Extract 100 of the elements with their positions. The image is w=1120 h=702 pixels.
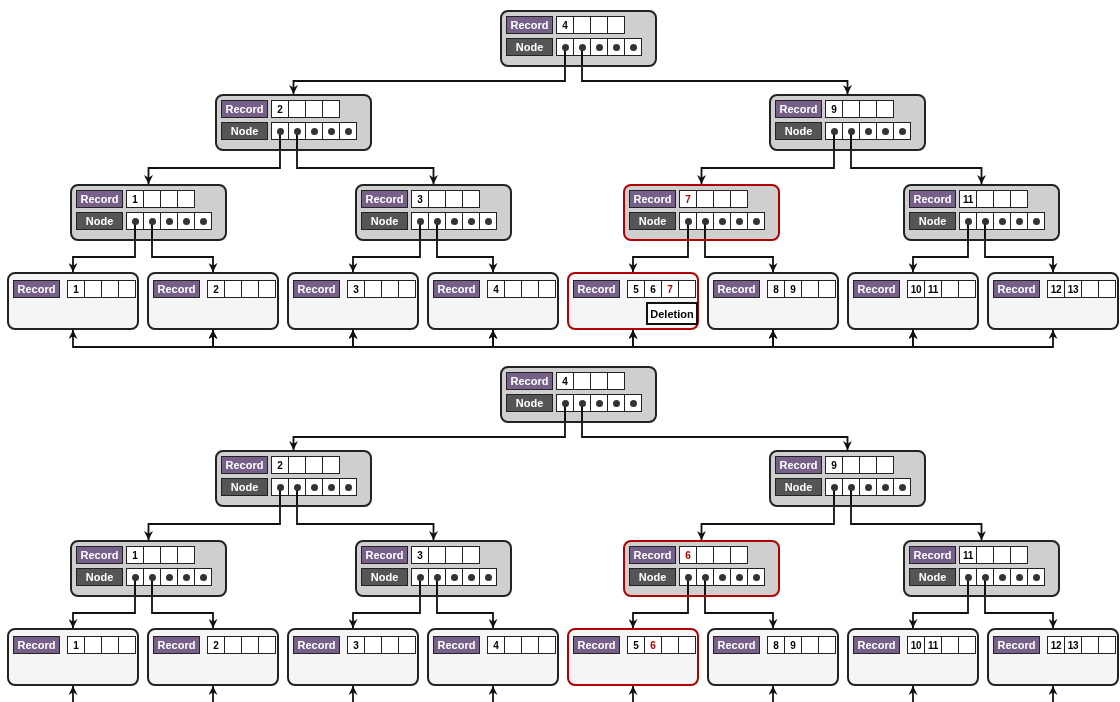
node-label: Node xyxy=(629,212,676,230)
record-label: Record xyxy=(909,546,956,564)
leaf-node xyxy=(987,628,1119,686)
key-cell: 1 xyxy=(126,190,144,208)
index-node xyxy=(355,540,512,597)
record-label: Record xyxy=(506,372,553,390)
key-cell: 3 xyxy=(411,190,429,208)
leaf-node xyxy=(287,272,419,330)
record-label: Record xyxy=(775,456,822,474)
arrow xyxy=(908,329,1058,348)
leaf-node xyxy=(287,628,419,686)
node-label: Node xyxy=(909,212,956,230)
key-cell: 7 xyxy=(679,190,697,208)
arrow xyxy=(704,240,778,273)
key-cell: 9 xyxy=(825,456,843,474)
leaf-node xyxy=(147,272,279,330)
arrow xyxy=(348,685,358,702)
record-label: Record xyxy=(361,546,408,564)
leaf-node xyxy=(567,628,699,686)
arrow xyxy=(151,596,218,629)
record-label: Record xyxy=(293,636,340,654)
arrow xyxy=(697,506,835,541)
node-label: Node xyxy=(221,478,268,496)
node-label: Node xyxy=(76,212,123,230)
leaf-node xyxy=(567,272,699,330)
node-label: Node xyxy=(506,394,553,412)
index-node xyxy=(903,184,1060,241)
arrow xyxy=(296,150,438,185)
record-label: Record xyxy=(13,280,60,298)
node-label: Node xyxy=(76,568,123,586)
arrow xyxy=(697,150,835,185)
arrow xyxy=(628,240,689,273)
key-cell: 11 xyxy=(924,280,942,298)
leaf-node xyxy=(707,272,839,330)
key-cell: 11 xyxy=(959,546,977,564)
arrow xyxy=(984,240,1058,273)
record-label: Record xyxy=(361,190,408,208)
arrow xyxy=(850,150,986,185)
key-cell: 11 xyxy=(924,636,942,654)
key-cell: 8 xyxy=(767,280,785,298)
arrow xyxy=(144,506,281,541)
record-label: Record xyxy=(629,190,676,208)
arrow xyxy=(850,506,986,541)
key-cell: 9 xyxy=(784,636,802,654)
key-cell: 12 xyxy=(1047,280,1065,298)
key-cell: 4 xyxy=(487,636,505,654)
key-cell: 10 xyxy=(907,280,925,298)
record-label: Record xyxy=(909,190,956,208)
key-cell: 12 xyxy=(1047,636,1065,654)
arrow xyxy=(289,422,566,451)
arrow xyxy=(68,596,136,629)
leaf-node xyxy=(7,628,139,686)
record-label: Record xyxy=(433,636,480,654)
index-node xyxy=(500,10,657,67)
arrow xyxy=(908,240,969,273)
leaf-node xyxy=(847,272,979,330)
leaf-node xyxy=(987,272,1119,330)
key-cell: 2 xyxy=(271,456,289,474)
key-cell: 5 xyxy=(627,280,645,298)
arrow xyxy=(144,150,281,185)
arrow xyxy=(908,596,969,629)
arrow xyxy=(488,685,498,702)
key-cell: 13 xyxy=(1064,636,1082,654)
index-node xyxy=(70,540,227,597)
key-cell: 3 xyxy=(347,280,365,298)
record-label: Record xyxy=(76,546,123,564)
key-cell: 2 xyxy=(271,100,289,118)
node-label: Node xyxy=(775,122,822,140)
arrow xyxy=(208,685,218,702)
arrow xyxy=(908,685,918,702)
key-cell: 5 xyxy=(627,636,645,654)
note-box: Deletion xyxy=(646,302,698,325)
index-node xyxy=(500,366,657,423)
leaf-node xyxy=(427,272,559,330)
key-cell: 8 xyxy=(767,636,785,654)
key-cell: 13 xyxy=(1064,280,1082,298)
leaf-node xyxy=(847,628,979,686)
key-cell: 2 xyxy=(207,280,225,298)
record-label: Record xyxy=(13,636,60,654)
record-label: Record xyxy=(993,280,1040,298)
arrow xyxy=(628,685,638,702)
arrow xyxy=(704,596,778,629)
index-node xyxy=(70,184,227,241)
node-label: Node xyxy=(361,212,408,230)
key-cell: 11 xyxy=(959,190,977,208)
record-label: Record xyxy=(153,636,200,654)
record-label: Record xyxy=(221,100,268,118)
record-label: Record xyxy=(993,636,1040,654)
arrow xyxy=(581,422,852,451)
leaf-node xyxy=(147,628,279,686)
record-label: Record xyxy=(629,546,676,564)
arrow xyxy=(984,596,1058,629)
index-node xyxy=(215,94,372,151)
index-node xyxy=(769,450,926,507)
key-cell: 10 xyxy=(907,636,925,654)
key-cell: 3 xyxy=(411,546,429,564)
record-label: Record xyxy=(506,16,553,34)
leaf-node xyxy=(427,628,559,686)
arrow xyxy=(68,240,136,273)
key-cell: 1 xyxy=(67,280,85,298)
